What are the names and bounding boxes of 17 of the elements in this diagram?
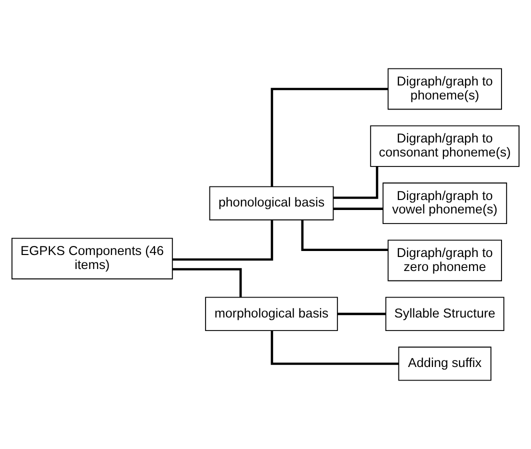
connector — [301, 220, 388, 251]
node-box: Digraph/graph to consonant phoneme(s) — [370, 125, 520, 167]
node-box: Syllable Structure — [385, 296, 504, 331]
connector — [270, 88, 388, 187]
connector — [172, 268, 242, 298]
node-box: phonological basis — [209, 186, 334, 220]
node-box: Digraph/graph to phoneme(s) — [388, 68, 502, 110]
node-box: morphological basis — [205, 296, 338, 331]
connector — [338, 312, 386, 316]
connector — [172, 220, 274, 261]
connector — [333, 208, 383, 210]
connector — [334, 166, 378, 199]
node-box: Adding suffix — [398, 346, 492, 381]
node-box: Digraph/graph to vowel phoneme(s) — [382, 182, 508, 224]
connector — [270, 330, 398, 365]
node-box: EGPKS Components (46 items) — [12, 238, 173, 280]
node-box: Digraph/graph to zero phoneme — [388, 240, 502, 282]
